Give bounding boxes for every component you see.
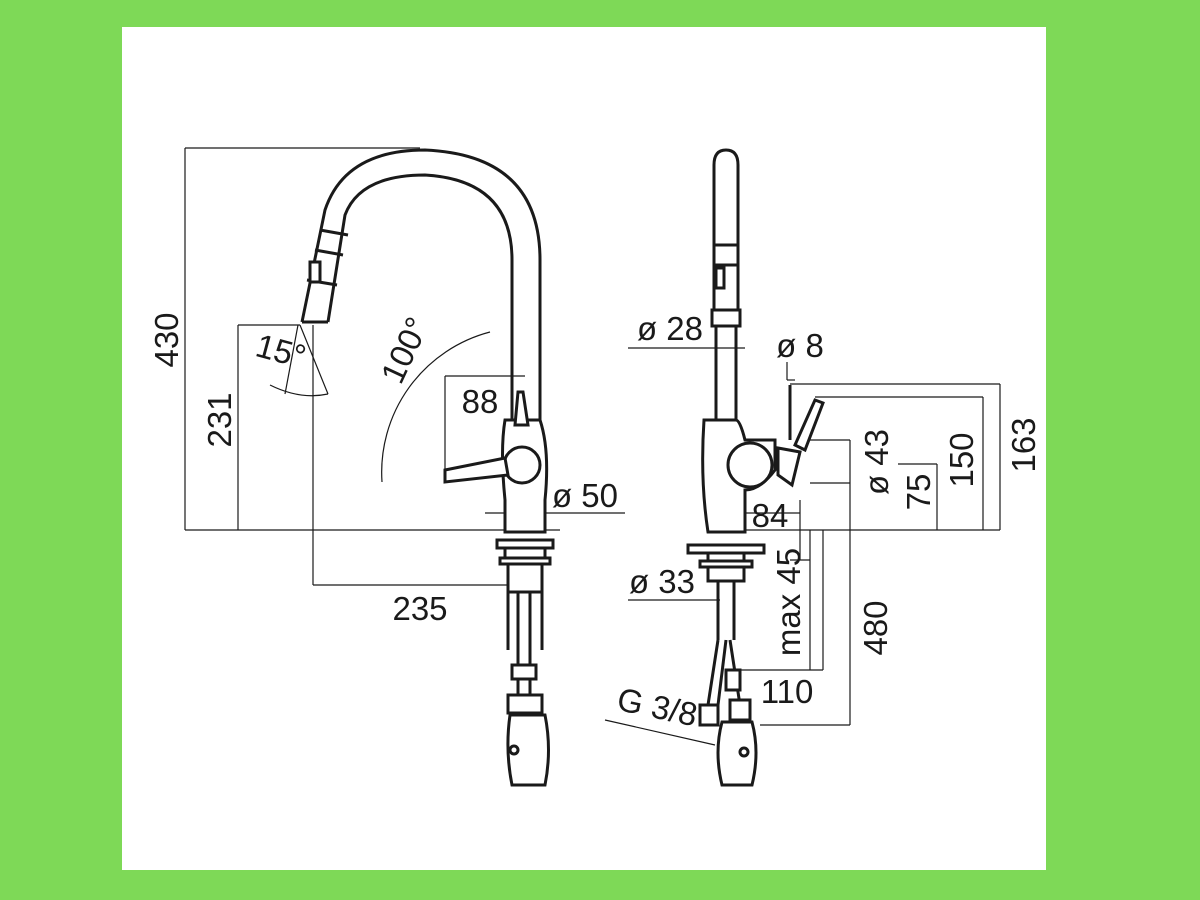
dim-spout-angle: 15°: [252, 327, 310, 376]
front-view: 430 231 15° 100° 88 ø 50 235: [148, 147, 625, 787]
dim-height-75: 75: [900, 474, 937, 511]
dim-hose-diameter: ø 8: [776, 327, 824, 364]
dim-height-spout: 231: [201, 392, 238, 447]
side-view: ø 28 ø 8 ø 43 163 150 75 84 ø 33 max 45 …: [604, 148, 1042, 787]
front-mounting: [495, 538, 555, 787]
dim-shank-diameter: ø 33: [629, 563, 695, 600]
front-dimension-lines: [184, 147, 625, 586]
dim-base-diameter: ø 50: [552, 477, 618, 514]
side-dimension-lines: [604, 347, 1001, 746]
drawing-sheet: [122, 27, 1046, 870]
dim-shank-length: 480: [857, 600, 894, 655]
dim-width-110: 110: [761, 673, 814, 710]
side-mounting: [686, 543, 766, 787]
dim-swivel-angle: 100°: [373, 311, 435, 389]
dim-height-total: 430: [148, 312, 185, 367]
dim-height-150: 150: [943, 432, 980, 487]
front-spout: [300, 148, 542, 420]
front-body: [443, 390, 549, 534]
dim-spout-diameter: ø 28: [637, 310, 703, 347]
dim-lever-diameter: ø 43: [858, 429, 895, 495]
side-body: [701, 385, 825, 534]
dim-depth-84: 84: [752, 497, 789, 534]
dim-height-163: 163: [1005, 417, 1042, 472]
dim-handle-offset: 88: [462, 383, 499, 420]
dim-reach: 235: [392, 590, 447, 627]
dim-max-thickness: max 45: [770, 548, 807, 656]
side-spout: [710, 148, 742, 420]
